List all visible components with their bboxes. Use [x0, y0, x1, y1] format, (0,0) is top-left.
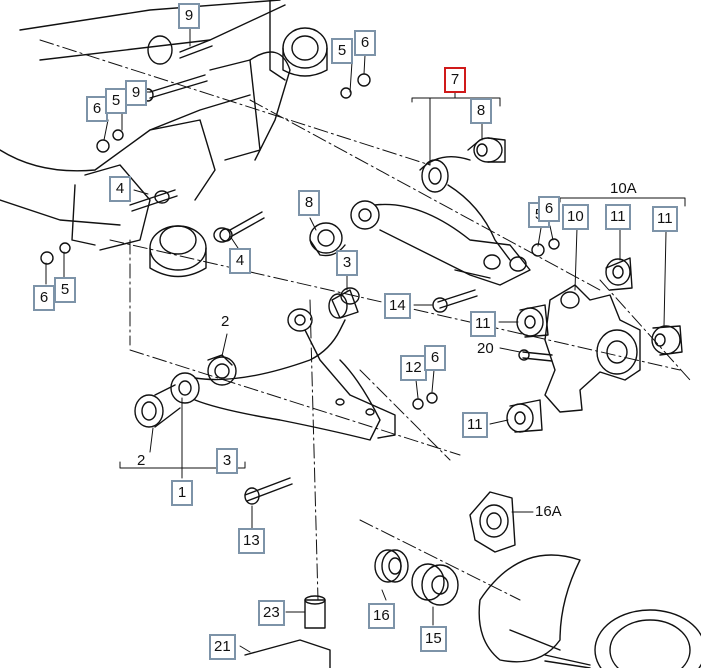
callout-11-top[interactable]: 11 [605, 204, 631, 230]
callout-11-far-right[interactable]: 11 [652, 206, 678, 232]
label-16A: 16A [535, 503, 562, 520]
callout-1[interactable]: 1 [171, 480, 193, 506]
callout-15[interactable]: 15 [420, 626, 447, 652]
callout-9[interactable]: 9 [125, 80, 147, 106]
callout-11-mid[interactable]: 11 [470, 311, 496, 337]
axis-lines [39, 39, 691, 601]
label-2-bottom: 2 [137, 452, 146, 469]
callout-8-left[interactable]: 8 [298, 190, 320, 216]
bushing-and-bolt-14 [328, 287, 478, 319]
callout-13[interactable]: 13 [238, 528, 265, 554]
callout-14[interactable]: 14 [384, 293, 411, 319]
callout-16[interactable]: 16 [368, 603, 395, 629]
callout-3-mid[interactable]: 3 [336, 250, 358, 276]
callout-5-bottom-left[interactable]: 5 [54, 277, 76, 303]
callout-21[interactable]: 21 [209, 634, 236, 660]
callout-23[interactable]: 23 [258, 600, 285, 626]
callout-10[interactable]: 10 [562, 204, 589, 230]
callout-6-top[interactable]: 6 [354, 30, 376, 56]
upper-control-arm [309, 137, 531, 286]
callout-9-top[interactable]: 9 [178, 3, 200, 29]
callout-5-left[interactable]: 5 [105, 88, 127, 114]
callout-5-top[interactable]: 5 [331, 38, 353, 64]
label-20: 20 [477, 340, 494, 357]
callout-6-right[interactable]: 6 [538, 196, 560, 222]
callout-6-bottom-left[interactable]: 6 [33, 285, 55, 311]
subframe [0, 0, 328, 278]
label-2-top: 2 [221, 313, 230, 330]
callout-12[interactable]: 12 [400, 355, 427, 381]
leader-lines [45, 27, 686, 653]
bolts-left [40, 39, 371, 265]
wheel-carrier [506, 238, 683, 433]
callout-11-bottom[interactable]: 11 [462, 412, 488, 438]
callout-6-mid[interactable]: 6 [424, 345, 446, 371]
callout-6-left[interactable]: 6 [86, 96, 108, 122]
callout-3-lower[interactable]: 3 [216, 448, 238, 474]
callout-8-right[interactable]: 8 [470, 98, 492, 124]
label-10A: 10A [610, 180, 637, 197]
callout-4-left[interactable]: 4 [109, 176, 131, 202]
hub-and-brake [244, 491, 701, 668]
callout-4-bottom[interactable]: 4 [229, 248, 251, 274]
callout-7-highlighted[interactable]: 7 [444, 67, 466, 93]
lower-control-arm [134, 308, 438, 505]
